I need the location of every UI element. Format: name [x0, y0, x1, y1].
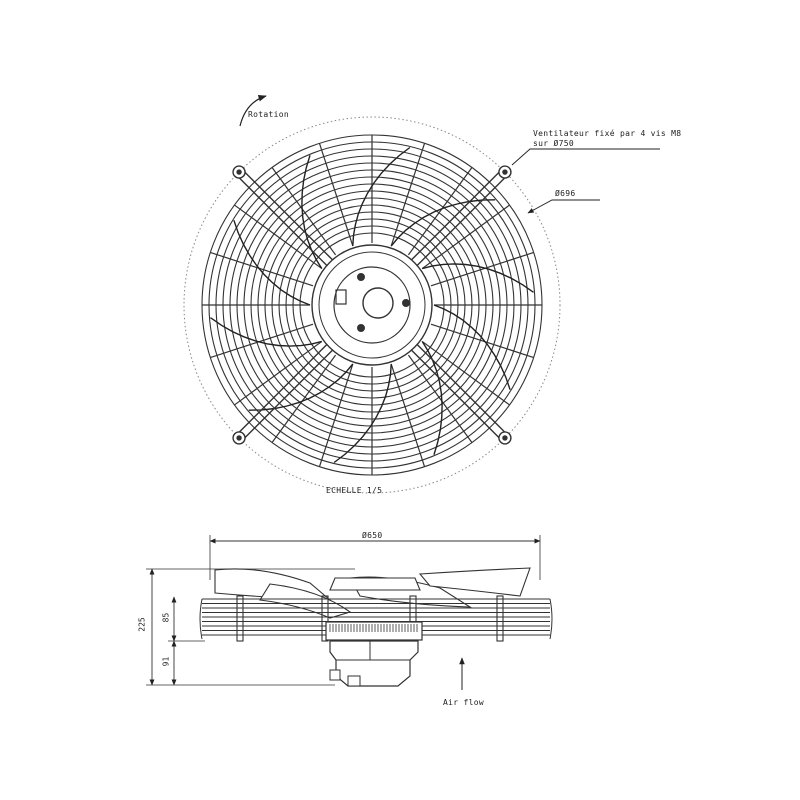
cable-gland	[329, 669, 341, 681]
hub-ring	[318, 251, 426, 359]
shaft-bore	[362, 287, 394, 319]
guard-spoke	[421, 204, 510, 270]
motor-flange	[325, 621, 423, 641]
hub-connector	[335, 289, 347, 305]
mounting-circle	[183, 116, 561, 494]
side-hub-top	[329, 577, 421, 591]
motor-fins	[329, 624, 418, 632]
side-strut	[496, 595, 504, 642]
hub-bolt	[357, 324, 365, 332]
grille-diameter-leader	[527, 199, 600, 214]
rotation-label: Rotation	[248, 110, 289, 119]
fan-blades	[210, 146, 534, 464]
mount-note-line1: Ventilateur fixé par 4 vis M8	[533, 129, 682, 138]
mount-note-leader	[511, 148, 660, 166]
side-view	[146, 535, 553, 690]
airflow-label: Air flow	[443, 698, 484, 707]
hub-bolt	[402, 299, 410, 307]
guard-spoke	[421, 340, 510, 406]
motor-height-label: 91	[161, 656, 171, 667]
motor-body	[329, 640, 419, 687]
top-view	[183, 94, 660, 494]
mounting-struts	[232, 165, 512, 445]
mounting-strut	[411, 349, 503, 442]
guard-spoke	[407, 167, 473, 256]
guard-spoke	[407, 354, 473, 443]
guard-spoke	[210, 251, 314, 287]
guard-spoke	[430, 323, 534, 359]
mounting-hole-center	[236, 169, 242, 175]
mount-note-line2: sur Ø750	[533, 139, 574, 148]
hub-outer	[311, 244, 433, 366]
guard-spoke	[234, 340, 323, 406]
guard-spoke	[271, 167, 337, 256]
guard-spoke	[210, 323, 314, 359]
total-height-label: 225	[137, 617, 147, 632]
fan-blade	[433, 304, 511, 390]
side-strut	[321, 595, 329, 642]
fan-blade	[333, 363, 392, 464]
mounting-hole-center	[236, 435, 242, 441]
fan-blade	[421, 341, 443, 455]
mounting-strut	[235, 174, 328, 266]
fan-blade	[233, 220, 311, 306]
guard-spoke	[271, 354, 337, 443]
mounting-strut	[411, 168, 503, 261]
grille-diameter-label: Ø696	[555, 189, 576, 198]
side-guard-edge	[549, 598, 553, 640]
fan-blade	[390, 199, 496, 247]
guard-spoke	[430, 251, 534, 287]
fan-blade	[248, 363, 354, 411]
mounting-strut	[416, 344, 509, 436]
guard-spoke	[234, 204, 323, 270]
motor-base	[347, 675, 361, 687]
mounting-strut	[241, 168, 333, 261]
fan-blade	[422, 263, 534, 293]
hub-bolt	[357, 273, 365, 281]
hub-inner	[333, 266, 411, 344]
guard-spoke	[318, 143, 354, 247]
guard-height-label: 85	[161, 612, 171, 623]
fan-blade	[301, 155, 323, 269]
fan-blade	[352, 146, 411, 247]
mounting-strut	[235, 344, 328, 436]
guard-spokes	[202, 135, 542, 475]
guard-spoke	[390, 363, 426, 467]
side-blade	[418, 567, 531, 597]
mounting-strut	[241, 349, 333, 442]
scale-label: ECHELLE 1/5	[326, 486, 383, 495]
side-guard-edge	[199, 598, 203, 640]
mounting-strut	[416, 174, 509, 266]
mounting-hole-center	[502, 435, 508, 441]
guard-spoke	[318, 363, 354, 467]
fan-blade	[210, 317, 322, 347]
rotation-arrow	[239, 94, 267, 127]
guard-spoke	[390, 143, 426, 247]
overall-diameter-label: Ø650	[362, 531, 383, 540]
side-strut	[236, 595, 244, 642]
mounting-hole-center	[502, 169, 508, 175]
